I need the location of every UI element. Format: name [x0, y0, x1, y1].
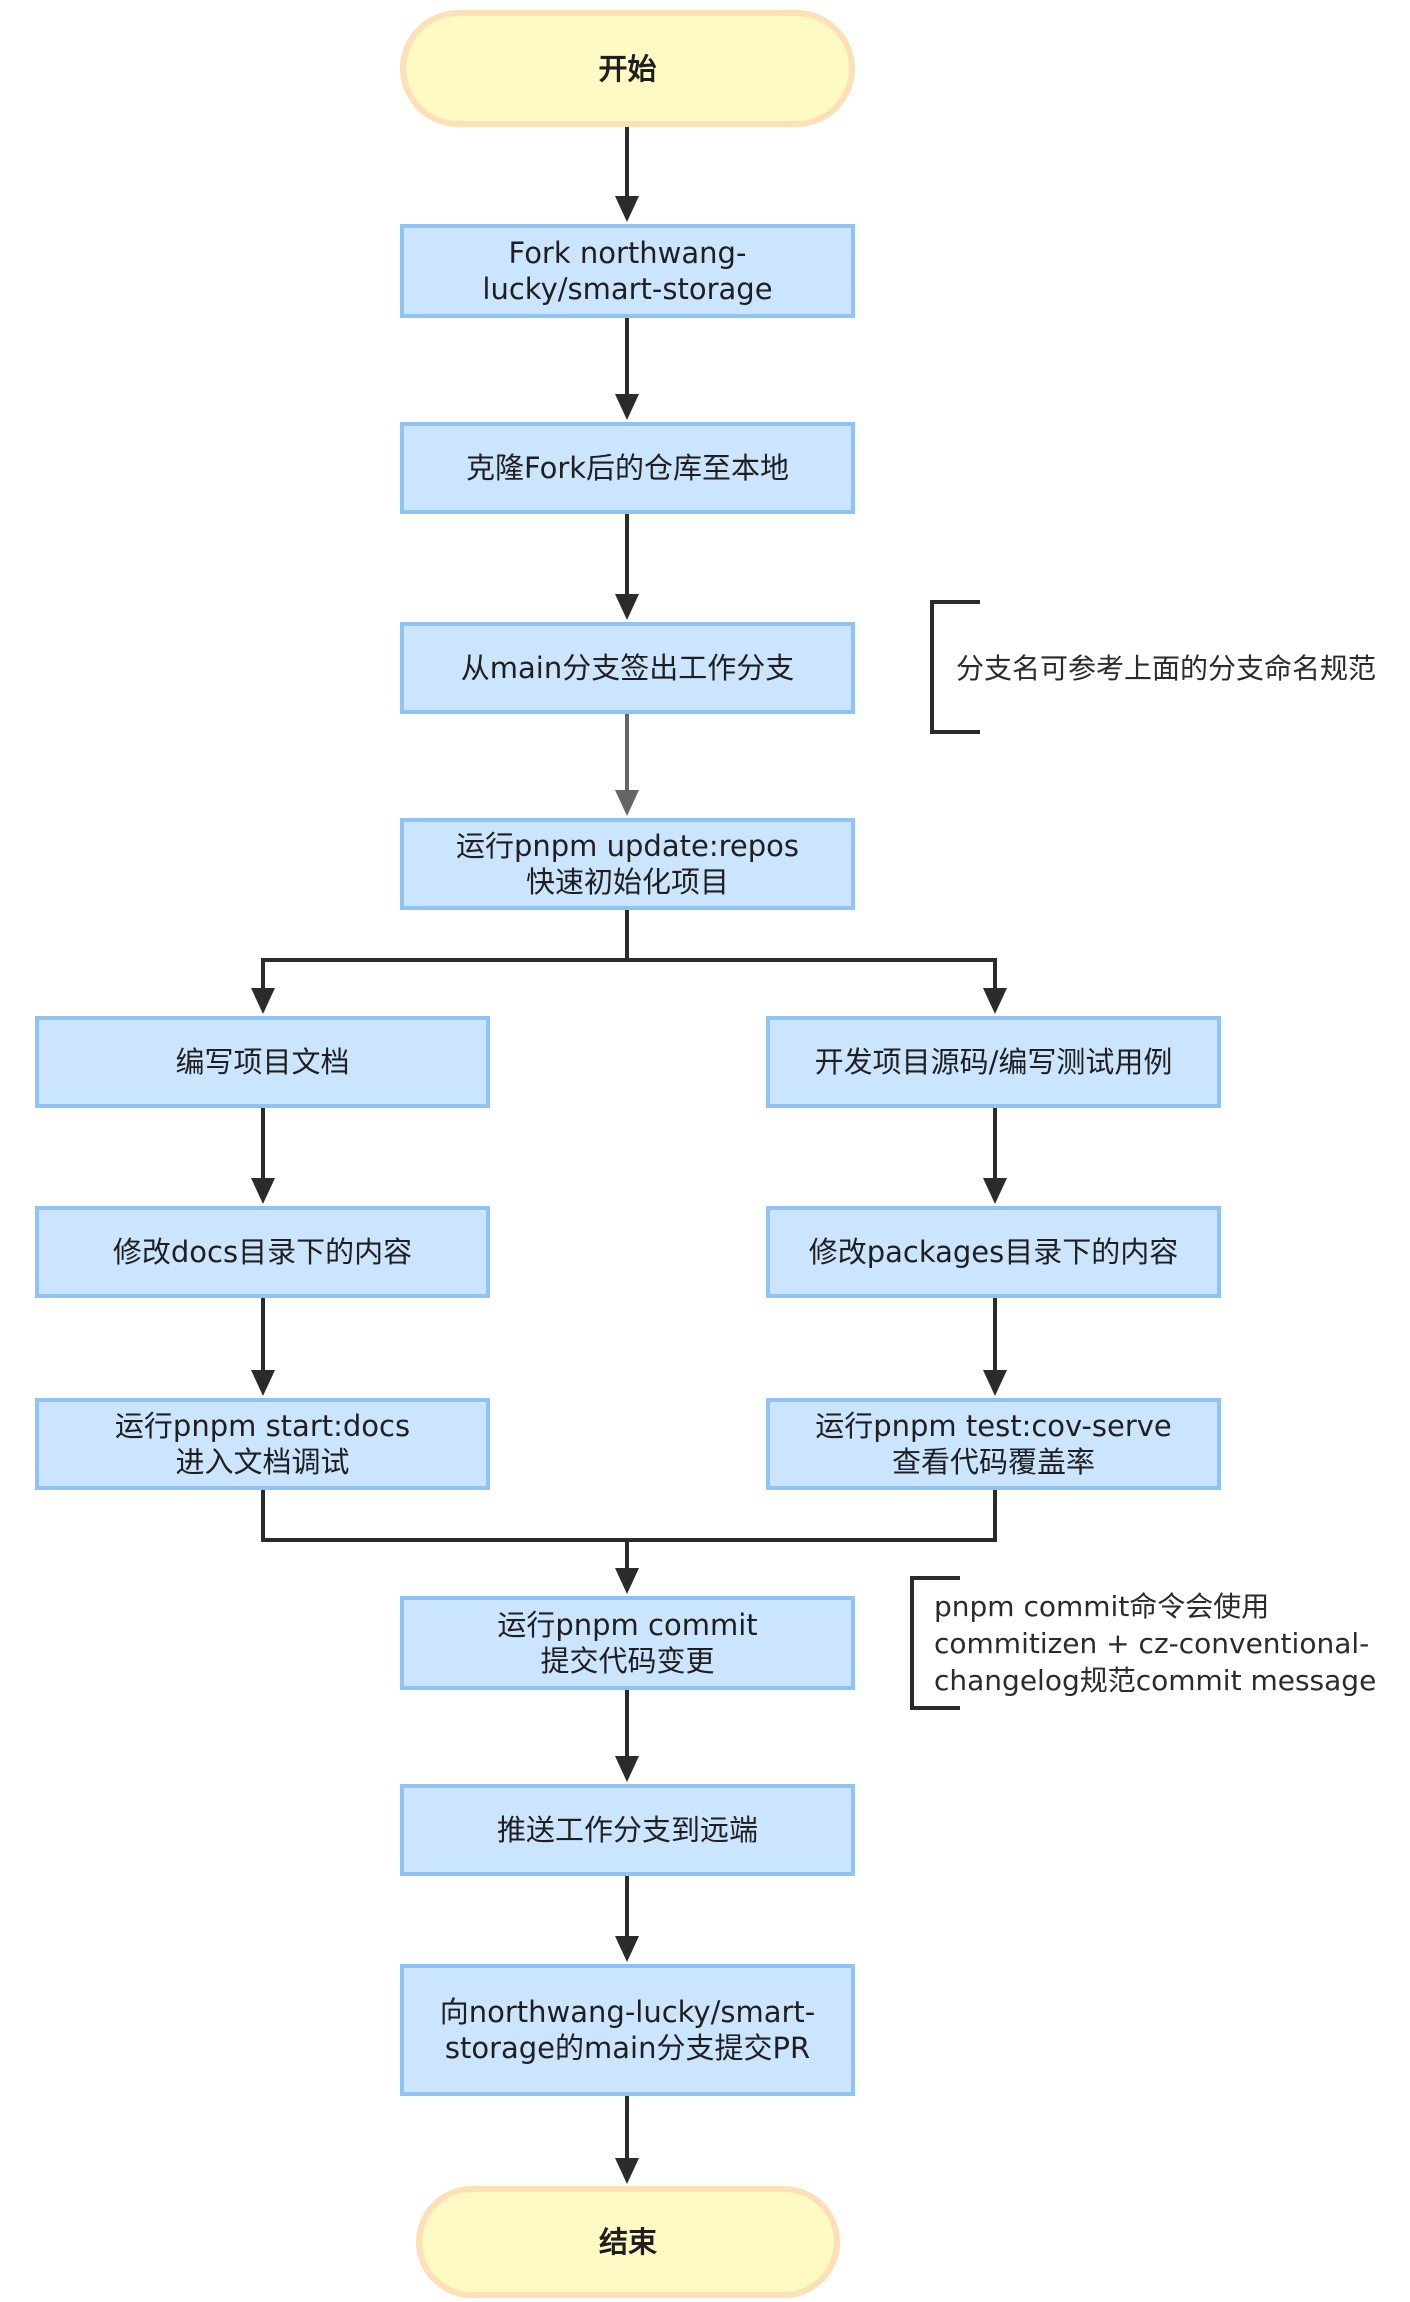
pull-request-step: 向northwang-lucky/smart- storage的main分支提交… [400, 1964, 855, 2096]
arrowhead-dev [983, 988, 1007, 1014]
fork-step: Fork northwang- lucky/smart-storage [400, 224, 855, 318]
test-coverage-step: 运行pnpm test:cov-serve 查看代码覆盖率 [766, 1398, 1221, 1490]
arrowhead-end [615, 2158, 639, 2184]
arrowhead-commit [615, 1568, 639, 1594]
edit-docs-step: 修改docs目录下的内容 [35, 1206, 490, 1298]
arrowhead-pr [615, 1936, 639, 1962]
arrowhead-fork [615, 196, 639, 222]
edge-merge-left [261, 1490, 997, 1542]
start-node: 开始 [400, 10, 855, 127]
edge-update-split-right [627, 958, 997, 990]
update-repos-step: 运行pnpm update:repos 快速初始化项目 [400, 818, 855, 910]
push-step: 推送工作分支到远端 [400, 1784, 855, 1876]
arrowhead-editdocs [251, 1178, 275, 1204]
arrowhead-startdocs [251, 1370, 275, 1396]
checkout-branch-step: 从main分支签出工作分支 [400, 622, 855, 714]
edit-packages-step: 修改packages目录下的内容 [766, 1206, 1221, 1298]
arrowhead-push [615, 1756, 639, 1782]
start-docs-step: 运行pnpm start:docs 进入文档调试 [35, 1398, 490, 1490]
clone-step: 克隆Fork后的仓库至本地 [400, 422, 855, 514]
branch-naming-note: 分支名可参考上面的分支命名规范 [956, 651, 1377, 685]
note-bracket-commit [910, 1576, 960, 1710]
arrowhead-editpackages [983, 1178, 1007, 1204]
arrowhead-testcov [983, 1370, 1007, 1396]
edge-update-split [261, 910, 629, 990]
end-node: 结束 [416, 2186, 840, 2298]
arrowhead-update [615, 790, 639, 816]
write-docs-step: 编写项目文档 [35, 1016, 490, 1108]
commit-convention-note: pnpm commit命令会使用 commitizen + cz-convent… [934, 1589, 1377, 1697]
develop-source-step: 开发项目源码/编写测试用例 [766, 1016, 1221, 1108]
note-bracket-branch [930, 600, 980, 734]
commit-step: 运行pnpm commit 提交代码变更 [400, 1596, 855, 1690]
arrowhead-checkout [615, 594, 639, 620]
arrowhead-writedocs [251, 988, 275, 1014]
arrowhead-clone [615, 394, 639, 420]
